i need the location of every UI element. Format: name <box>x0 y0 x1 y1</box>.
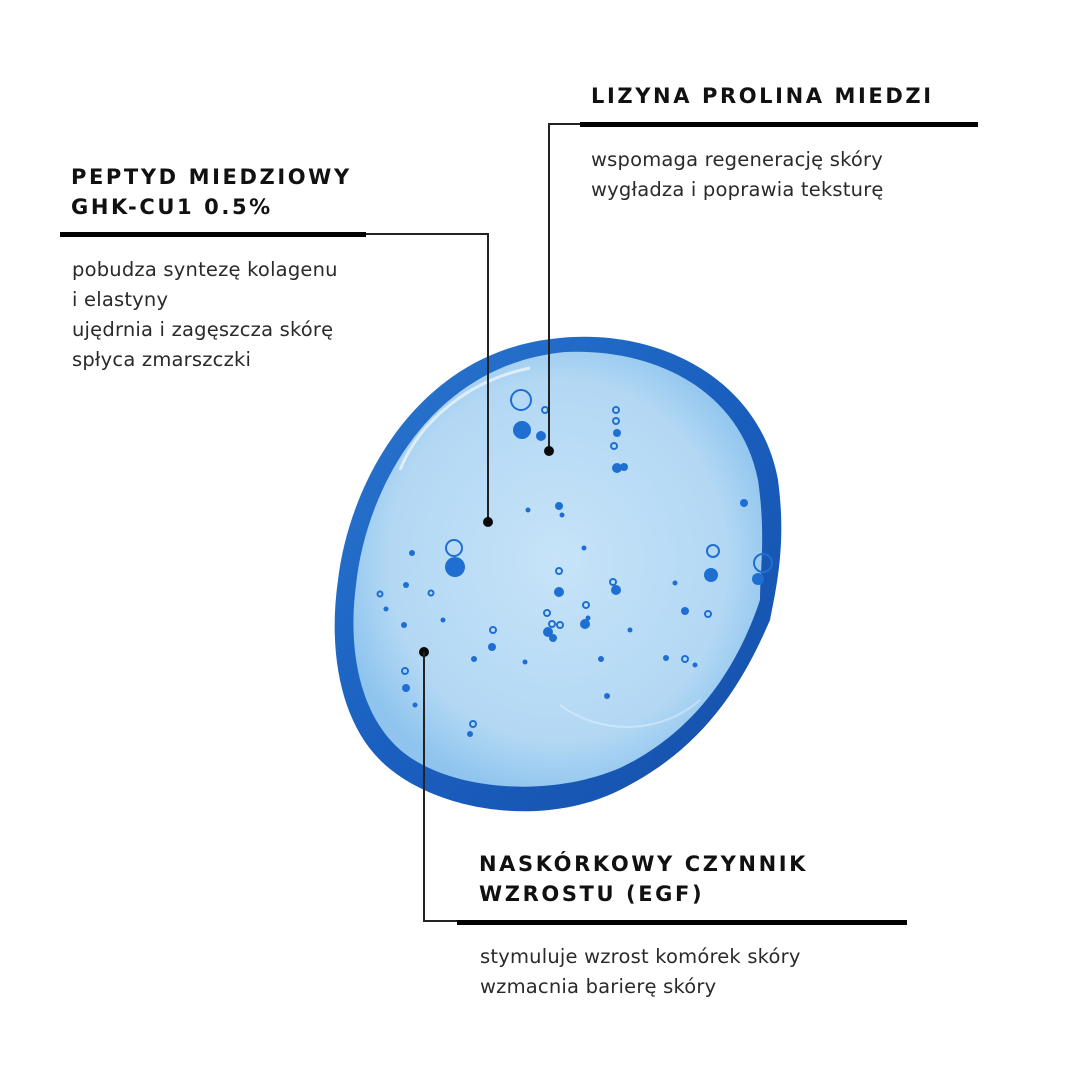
description-line: ujędrnia i zagęszcza skórę <box>72 318 334 341</box>
description-line: pobudza syntezę kolagenu <box>72 258 338 281</box>
callout-egf-title: NASKÓRKOWY CZYNNIK WZROSTU (EGF) <box>479 849 808 909</box>
callout-peptyd-description: pobudza syntezę kolagenu i elastyny ujęd… <box>72 255 338 375</box>
callout-title-line: LIZYNA PROLINA MIEDZI <box>591 84 934 108</box>
description-line: stymuluje wzrost komórek skóry <box>480 945 801 968</box>
description-line: wzmacnia barierę skóry <box>480 975 717 998</box>
connector-line <box>548 123 550 449</box>
callout-title-line: GHK-CU1 0.5% <box>71 195 273 219</box>
description-line: spłyca zmarszczki <box>72 348 252 371</box>
callout-peptyd-underline <box>60 232 366 237</box>
connector-line <box>487 233 489 521</box>
callout-peptyd-title: PEPTYD MIEDZIOWY GHK-CU1 0.5% <box>71 162 352 222</box>
callout-title-line: NASKÓRKOWY CZYNNIK <box>479 852 809 876</box>
connector-line <box>423 920 458 922</box>
callout-peptyd-marker-dot <box>483 517 493 527</box>
callout-egf-underline <box>457 920 907 925</box>
description-line: wygładza i poprawia teksturę <box>591 178 884 201</box>
connector-line <box>423 652 425 922</box>
callout-lizyna-description: wspomaga regenerację skóry wygładza i po… <box>591 145 884 205</box>
callout-lizyna-underline <box>580 122 978 127</box>
callout-lizyna-title: LIZYNA PROLINA MIEDZI <box>591 81 934 111</box>
callout-lizyna-marker-dot <box>544 446 554 456</box>
connector-line <box>548 123 580 125</box>
callout-title-line: PEPTYD MIEDZIOWY <box>71 165 352 189</box>
connector-line <box>366 233 489 235</box>
description-line: i elastyny <box>72 288 169 311</box>
callout-egf-description: stymuluje wzrost komórek skóry wzmacnia … <box>480 942 801 1002</box>
description-line: wspomaga regenerację skóry <box>591 148 883 171</box>
callout-title-line: WZROSTU (EGF) <box>479 882 705 906</box>
